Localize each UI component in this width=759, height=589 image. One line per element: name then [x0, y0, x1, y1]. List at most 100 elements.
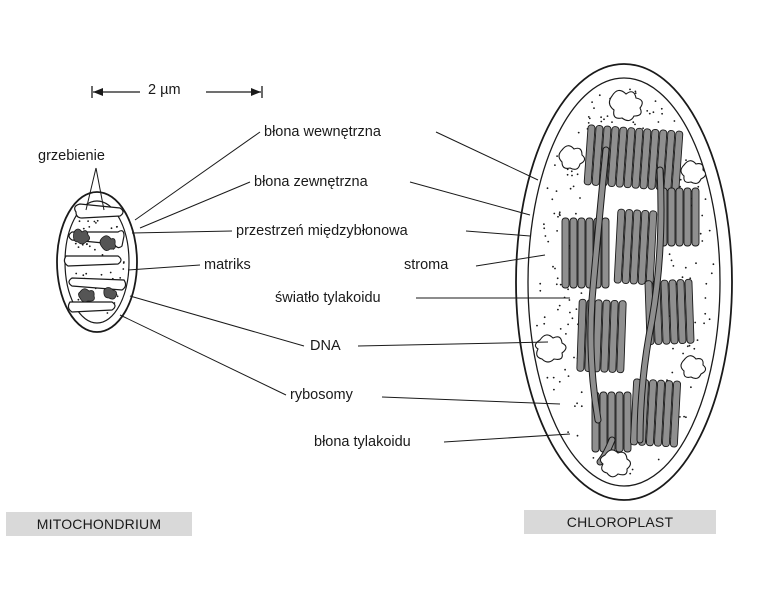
stipple-dot — [558, 211, 561, 214]
stipple-dot — [77, 246, 80, 249]
stipple-dot — [686, 345, 689, 348]
stipple-dot — [634, 123, 636, 126]
thylakoid — [660, 279, 671, 345]
stipple-dot — [564, 368, 566, 371]
stipple-dot — [587, 116, 590, 118]
caption-mitochondrium: MITOCHONDRIUM — [6, 512, 192, 536]
stipple-dot — [77, 298, 80, 301]
stipple-dot — [556, 230, 558, 232]
thylakoid — [629, 209, 642, 285]
label-ribosomes: rybosomy — [290, 387, 353, 403]
thylakoid — [599, 391, 608, 453]
stipple-dot — [93, 220, 96, 223]
stipple-dot — [569, 187, 572, 190]
thylakoid — [591, 125, 604, 186]
stipple-dot — [654, 100, 657, 102]
stipple-dot — [704, 198, 707, 201]
stipple-dot — [684, 266, 687, 269]
thylakoid — [615, 126, 628, 188]
stipple-dot — [679, 416, 681, 418]
leader-lines — [85, 131, 571, 443]
thylakoid — [608, 299, 619, 373]
stipple-dot — [574, 405, 576, 407]
stipple-dot — [571, 174, 573, 177]
mitochondrion-dna-blobs — [73, 228, 117, 303]
thylakoid — [669, 380, 681, 448]
stipple-dot — [74, 242, 77, 245]
stipple-dot — [555, 190, 558, 193]
label-matrix: matriks — [204, 257, 251, 273]
stipple-dot — [648, 112, 651, 115]
stipple-dot — [543, 316, 546, 319]
stipple-dot — [555, 283, 558, 286]
stipple-dot — [576, 173, 579, 176]
stroma-lamella — [588, 147, 609, 423]
stipple-dot — [685, 159, 687, 162]
label-outer-membrane: błona zewnętrzna — [254, 174, 368, 190]
stipple-dot — [689, 277, 692, 280]
stipple-dot — [558, 304, 561, 307]
stipple-dot — [539, 282, 542, 285]
thylakoid — [561, 217, 570, 289]
stipple-dot — [682, 352, 684, 355]
stipple-dot — [559, 283, 562, 286]
stipple-dot — [592, 457, 595, 459]
stipple-dot — [701, 214, 704, 217]
stipple-dot — [567, 323, 569, 326]
stipple-dot — [688, 344, 691, 347]
thylakoid — [653, 379, 666, 447]
stipple-dot — [580, 391, 583, 394]
stipple-dot — [87, 220, 89, 223]
stipple-dot — [116, 225, 118, 228]
stipple-dot — [631, 468, 634, 471]
stipple-dot — [657, 458, 660, 461]
stipple-dot — [705, 282, 708, 285]
stroma-lamella — [637, 167, 664, 443]
stipple-dot — [559, 328, 562, 330]
stipple-dot — [672, 265, 675, 267]
stipple-dot — [119, 277, 122, 279]
thylakoid — [576, 298, 587, 372]
stipple-dot — [606, 115, 609, 117]
stipple-dot — [557, 308, 559, 311]
thylakoid — [601, 217, 610, 289]
thylakoid — [645, 379, 658, 447]
stipple-dot — [568, 299, 571, 301]
thylakoid — [647, 128, 660, 190]
scale-bar — [91, 86, 263, 98]
stipple-dot — [580, 292, 583, 294]
stipple-dot — [671, 371, 674, 374]
stipple-dot — [78, 220, 81, 223]
stipple-dot — [679, 178, 682, 181]
stipple-dot — [699, 232, 702, 235]
thylakoid — [621, 209, 634, 284]
stipple-dot — [547, 240, 550, 243]
stipple-dot — [552, 376, 555, 379]
stipple-dot — [603, 118, 605, 121]
granum — [630, 378, 681, 448]
stipple-dot — [553, 388, 555, 391]
stipple-dot — [554, 267, 556, 270]
stipple-dot — [701, 240, 704, 242]
stipple-dot — [566, 173, 569, 176]
stipple-dot — [591, 101, 593, 103]
stipple-dot — [672, 347, 674, 350]
label-thylakoid-membrane: błona tylakoidu — [314, 434, 411, 450]
stipple-dot — [661, 112, 663, 115]
thylakoid — [600, 299, 611, 373]
label-thylakoid-lumen: światło tylakoidu — [275, 290, 381, 306]
stipple-dot — [642, 127, 644, 130]
stipple-dot — [539, 289, 542, 292]
stipple-dot — [593, 107, 595, 109]
stipple-dot — [600, 116, 602, 119]
thylakoid — [623, 391, 632, 453]
granum — [576, 298, 627, 374]
stipple-dot — [82, 227, 85, 230]
stipple-dot — [546, 376, 549, 379]
thylakoid — [613, 208, 626, 284]
thylakoid — [583, 124, 596, 186]
thylakoid — [683, 187, 692, 247]
stipple-dot — [660, 107, 663, 110]
